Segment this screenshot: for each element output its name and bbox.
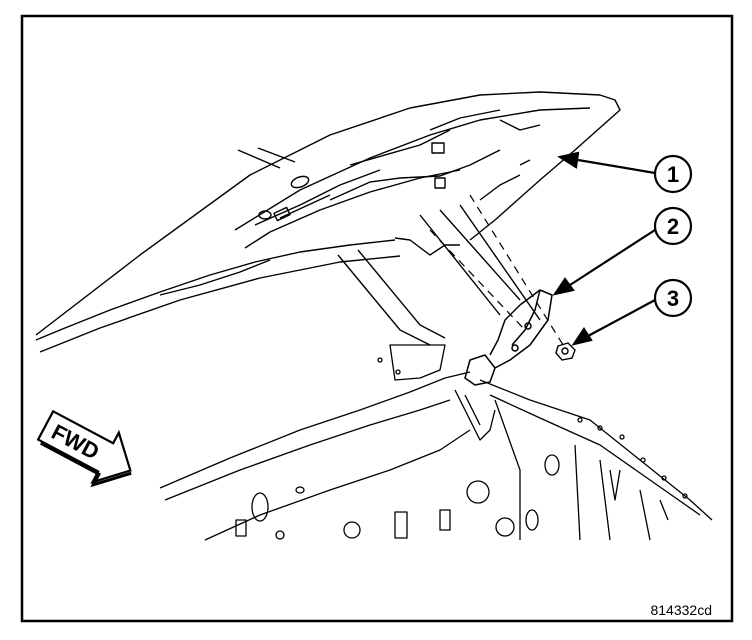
install-guide-lines — [429, 194, 566, 349]
figure-id: 814332cd — [650, 602, 712, 618]
fwd-arrow: FWD — [36, 409, 132, 488]
fwd-arrow-icon — [36, 409, 132, 484]
hood-panel — [35, 91, 621, 353]
callout-3: 3 — [653, 278, 693, 318]
callout-1: 1 — [653, 154, 693, 194]
callout-leaders — [552, 151, 656, 346]
hinge-strut — [337, 204, 541, 346]
callout-2: 2 — [653, 206, 693, 246]
callout-2-number: 2 — [667, 214, 679, 239]
callout-3-number: 3 — [667, 286, 679, 311]
callout-1-number: 1 — [667, 162, 679, 187]
diagram-border — [20, 14, 734, 623]
hinge-nut — [555, 342, 576, 361]
hood-hinge — [464, 289, 553, 386]
cowl-body-structure — [159, 344, 713, 541]
